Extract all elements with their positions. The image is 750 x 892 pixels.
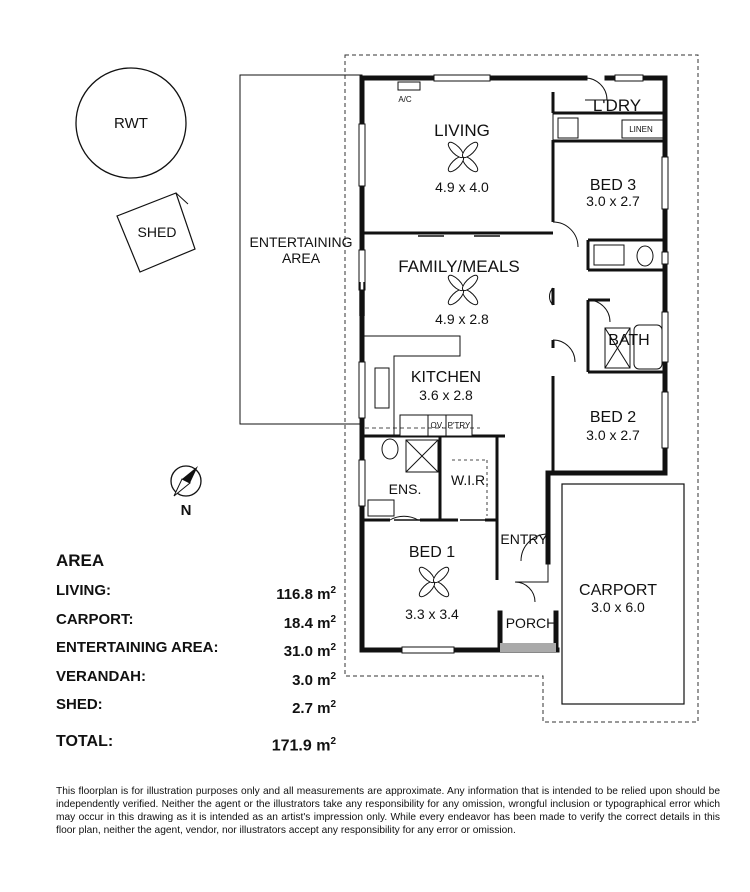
disclaimer-text: This floorplan is for illustration purpo… bbox=[56, 786, 720, 836]
bed3-size: 3.0 x 2.7 bbox=[586, 193, 640, 209]
north-arrow-icon: N bbox=[170, 465, 202, 519]
area-row-shed: SHED: 2.7 m2 bbox=[56, 696, 336, 717]
living-size: 4.9 x 4.0 bbox=[435, 179, 489, 195]
shed: SHED bbox=[116, 192, 196, 273]
area-row-verandah: VERANDAH: 3.0 m2 bbox=[56, 667, 336, 689]
porch-step bbox=[500, 643, 556, 652]
entertaining-label-2: AREA bbox=[282, 250, 321, 266]
entertaining-area: ENTERTAINING AREA bbox=[239, 74, 363, 425]
doors bbox=[389, 77, 611, 603]
ac-label: A/C bbox=[398, 95, 412, 104]
bed2-size: 3.0 x 2.7 bbox=[586, 427, 640, 443]
oven-label: OV. bbox=[430, 421, 443, 430]
wir-label: W.I.R. bbox=[451, 472, 489, 488]
area-row-carport: CARPORT: 18.4 m2 bbox=[56, 610, 336, 632]
north-label: N bbox=[181, 502, 192, 519]
site-boundary bbox=[344, 54, 699, 723]
bath-label: BATH bbox=[608, 332, 649, 349]
entry-label: ENTRY bbox=[500, 531, 548, 547]
windows bbox=[358, 74, 669, 654]
laundry-label: L'DRY bbox=[593, 96, 641, 115]
bed2-name: BED 2 bbox=[590, 409, 636, 426]
area-row-total: TOTAL: 171.9 m2 bbox=[56, 732, 336, 754]
entertaining-label-1: ENTERTAINING bbox=[250, 234, 353, 250]
linen-label: LINEN bbox=[629, 125, 653, 134]
family-size: 4.9 x 2.8 bbox=[435, 311, 489, 327]
area-row-entertaining: ENTERTAINING AREA: 31.0 m2 bbox=[56, 639, 336, 660]
fixtures bbox=[362, 81, 664, 517]
area-title: AREA bbox=[56, 551, 105, 570]
kitchen-size: 3.6 x 2.8 bbox=[419, 387, 473, 403]
carport-size: 3.0 x 6.0 bbox=[591, 599, 645, 615]
bed1-size: 3.3 x 3.4 bbox=[405, 606, 459, 622]
area-schedule: AREA LIVING: 116.8 m2 CARPORT: 18.4 m2 E… bbox=[56, 551, 336, 758]
rwt-tank: RWT bbox=[75, 67, 187, 179]
bed1-name: BED 1 bbox=[409, 544, 455, 561]
floor-plan: RWT SHED ENTERTAINING AREA N CARPORT 3.0… bbox=[75, 54, 699, 723]
shed-label: SHED bbox=[138, 224, 177, 240]
porch-label: PORCH bbox=[506, 615, 557, 631]
carport-name: CARPORT bbox=[579, 582, 657, 599]
carport: CARPORT 3.0 x 6.0 bbox=[561, 483, 685, 705]
pantry-label: P'TRY bbox=[448, 421, 471, 430]
area-row-living: LIVING: 116.8 m2 bbox=[56, 582, 336, 603]
sliding-markers bbox=[359, 232, 500, 521]
living-name: LIVING bbox=[434, 121, 490, 140]
rwt-label: RWT bbox=[114, 115, 148, 132]
kitchen-name: KITCHEN bbox=[411, 369, 481, 386]
family-name: FAMILY/MEALS bbox=[398, 257, 520, 276]
bed3-name: BED 3 bbox=[590, 177, 636, 194]
ensuite-label: ENS. bbox=[389, 481, 422, 497]
ceiling-fan-icon bbox=[418, 141, 479, 598]
internal-walls bbox=[362, 92, 665, 580]
